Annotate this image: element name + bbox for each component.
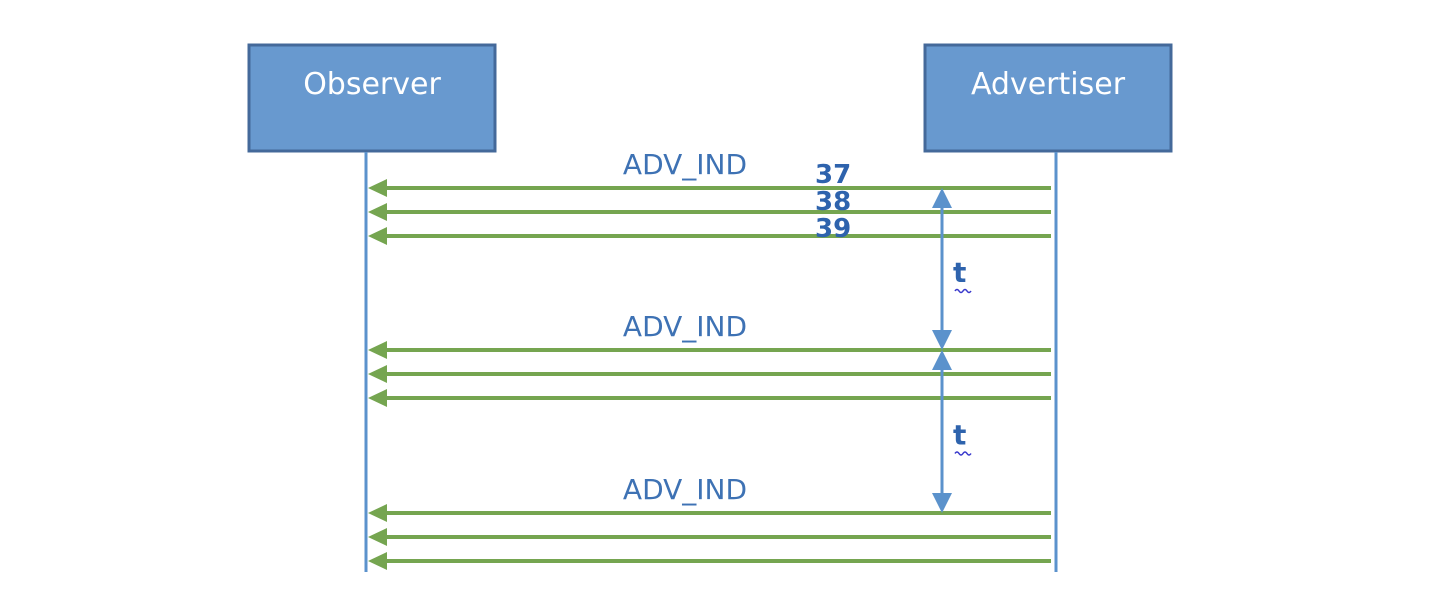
adv-ind-arrow-ch37: [368, 504, 1051, 522]
arrowhead: [368, 203, 387, 221]
adv-ind-arrow-ch37: [368, 179, 1051, 197]
interval-arrowhead-up: [932, 350, 952, 370]
arrowhead: [368, 528, 387, 546]
arrowhead: [368, 504, 387, 522]
adv-ind-arrow-ch39: [368, 227, 1051, 245]
adv-ind-arrow-ch38: [368, 203, 1051, 221]
advertising-event-1: ADV_IND: [368, 148, 1051, 245]
arrowhead: [368, 341, 387, 359]
advertiser-label: Advertiser: [971, 67, 1126, 102]
channel-label-37: 37: [815, 160, 851, 190]
adv-ind-arrow-ch38: [368, 365, 1051, 383]
advertising-event-2: ADV_IND: [368, 310, 1051, 407]
adv-ind-arrow-ch37: [368, 341, 1051, 359]
advertising-intervals: tt: [932, 188, 972, 513]
arrowhead: [368, 389, 387, 407]
adv-ind-arrow-ch39: [368, 552, 1051, 570]
spellcheck-squiggle: [954, 288, 972, 294]
adv-ind-label: ADV_IND: [623, 148, 747, 181]
advertiser-box: [923, 43, 1173, 153]
interval-arrowhead-down: [932, 493, 952, 513]
interval-label: t: [953, 419, 966, 452]
advertising-event-3: ADV_IND: [368, 473, 1051, 570]
adv-ind-arrow-ch39: [368, 389, 1051, 407]
advertiser-participant: Advertiser: [923, 43, 1173, 153]
channel-labels: 37 38 39: [815, 160, 851, 244]
adv-ind-label: ADV_IND: [623, 310, 747, 343]
observer-box: [247, 43, 497, 153]
spellcheck-squiggle: [954, 451, 972, 456]
arrowhead: [368, 365, 387, 383]
interval-arrowhead-up: [932, 188, 952, 208]
interval-arrow-2: t: [932, 350, 972, 513]
channel-label-39: 39: [815, 214, 851, 244]
adv-ind-label: ADV_IND: [623, 473, 747, 506]
arrowhead: [368, 552, 387, 570]
arrowhead: [368, 179, 387, 197]
adv-ind-arrow-ch38: [368, 528, 1051, 546]
arrowhead: [368, 227, 387, 245]
interval-label: t: [953, 256, 966, 289]
observer-participant: Observer: [247, 43, 497, 153]
observer-label: Observer: [303, 67, 441, 102]
interval-arrow-1: t: [932, 188, 972, 350]
interval-arrowhead-down: [932, 330, 952, 350]
advertising-events: ADV_IND ADV_IND ADV_IND: [368, 148, 1051, 570]
channel-label-38: 38: [815, 187, 851, 217]
